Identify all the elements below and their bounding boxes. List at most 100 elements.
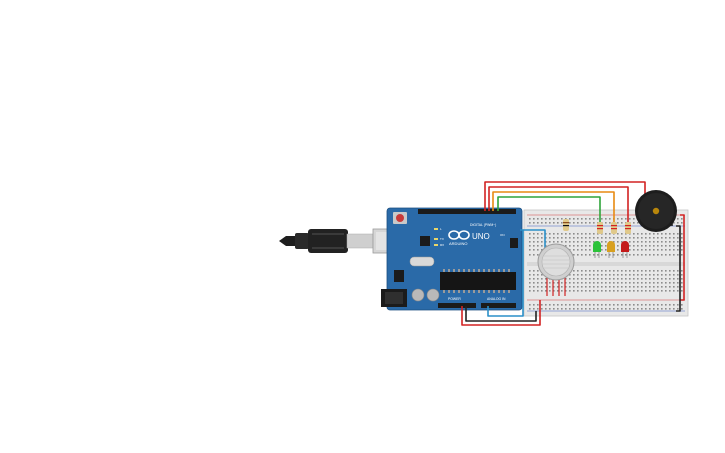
breadboard-hole xyxy=(605,254,607,256)
breadboard-hole xyxy=(597,254,599,256)
analog-header-pins[interactable] xyxy=(481,303,516,308)
breadboard-hole xyxy=(633,237,635,239)
breadboard-hole xyxy=(533,278,535,280)
breadboard-hole xyxy=(677,218,679,220)
breadboard-hole xyxy=(673,254,675,256)
breadboard-hole xyxy=(629,278,631,280)
led-l-indicator xyxy=(434,228,438,230)
breadboard-hole xyxy=(653,254,655,256)
breadboard-hole xyxy=(657,249,659,251)
breadboard-hole xyxy=(573,254,575,256)
wire-green xyxy=(497,196,601,230)
breadboard-hole xyxy=(641,290,643,292)
on-label: ON xyxy=(500,233,505,237)
breadboard-hole xyxy=(657,304,659,306)
breadboard-hole xyxy=(633,290,635,292)
arduino-uno-board[interactable]: ARDUINO UNO DIGITAL (PWM~) POWER ANALOG … xyxy=(381,207,523,311)
leds[interactable] xyxy=(593,241,629,258)
breadboard-hole xyxy=(641,282,643,284)
breadboard-hole xyxy=(585,274,587,276)
breadboard-hole xyxy=(637,233,639,235)
breadboard-hole xyxy=(605,286,607,288)
breadboard-hole xyxy=(637,274,639,276)
breadboard-hole xyxy=(529,304,531,306)
breadboard-hole xyxy=(529,270,531,272)
breadboard-hole xyxy=(593,290,595,292)
breadboard-hole xyxy=(601,286,603,288)
breadboard-hole xyxy=(569,237,571,239)
breadboard-hole xyxy=(585,241,587,243)
breadboard-hole xyxy=(637,245,639,247)
breadboard-hole xyxy=(669,290,671,292)
breadboard-hole xyxy=(533,282,535,284)
led-tx-indicator xyxy=(434,238,438,240)
breadboard-hole xyxy=(637,222,639,224)
breadboard-hole xyxy=(545,308,547,310)
breadboard-hole xyxy=(537,237,539,239)
breadboard-hole xyxy=(641,241,643,243)
breadboard-hole xyxy=(553,282,555,284)
breadboard-hole xyxy=(529,282,531,284)
breadboard-hole xyxy=(537,254,539,256)
breadboard-hole xyxy=(633,278,635,280)
breadboard-hole xyxy=(589,282,591,284)
breadboard-hole xyxy=(577,237,579,239)
breadboard-hole xyxy=(545,278,547,280)
breadboard-hole xyxy=(589,304,591,306)
breadboard-hole xyxy=(569,218,571,220)
breadboard-hole xyxy=(613,237,615,239)
power-header-pins[interactable] xyxy=(438,303,476,308)
breadboard-hole xyxy=(629,308,631,310)
breadboard-hole xyxy=(649,282,651,284)
breadboard-hole xyxy=(609,218,611,220)
breadboard-hole xyxy=(633,249,635,251)
breadboard-hole xyxy=(537,218,539,220)
breadboard-hole xyxy=(661,274,663,276)
breadboard-hole xyxy=(573,308,575,310)
breadboard-hole xyxy=(669,304,671,306)
breadboard-hole xyxy=(537,241,539,243)
breadboard-hole xyxy=(577,282,579,284)
breadboard-hole xyxy=(529,222,531,224)
breadboard-hole xyxy=(581,282,583,284)
breadboard-hole xyxy=(669,245,671,247)
breadboard-hole xyxy=(677,290,679,292)
gas-sensor[interactable] xyxy=(537,243,575,281)
breadboard-hole xyxy=(641,286,643,288)
breadboard-hole xyxy=(673,241,675,243)
breadboard-hole xyxy=(649,254,651,256)
breadboard-hole xyxy=(621,308,623,310)
breadboard-hole xyxy=(589,222,591,224)
breadboard-hole xyxy=(561,233,563,235)
breadboard-hole xyxy=(665,245,667,247)
breadboard-hole xyxy=(645,233,647,235)
breadboard-hole xyxy=(577,222,579,224)
breadboard-hole xyxy=(529,237,531,239)
breadboard-hole xyxy=(553,218,555,220)
breadboard-hole xyxy=(645,278,647,280)
breadboard-hole xyxy=(633,286,635,288)
breadboard-hole xyxy=(637,270,639,272)
breadboard-hole xyxy=(533,249,535,251)
breadboard-hole xyxy=(573,282,575,284)
breadboard-hole xyxy=(537,278,539,280)
breadboard-hole xyxy=(549,282,551,284)
breadboard-hole xyxy=(553,308,555,310)
digital-header[interactable] xyxy=(418,209,516,214)
breadboard-hole xyxy=(661,282,663,284)
breadboard-hole xyxy=(605,222,607,224)
breadboard-hole xyxy=(605,282,607,284)
analog-header-label: ANALOG IN xyxy=(487,297,506,301)
breadboard-hole xyxy=(577,304,579,306)
piezo-buzzer[interactable] xyxy=(635,190,677,232)
breadboard-hole xyxy=(605,249,607,251)
breadboard-hole xyxy=(653,274,655,276)
reset-button-cap[interactable] xyxy=(396,214,404,222)
breadboard-hole xyxy=(657,270,659,272)
breadboard-hole xyxy=(601,237,603,239)
breadboard-hole xyxy=(645,245,647,247)
resistors[interactable] xyxy=(563,219,631,234)
breadboard-hole xyxy=(585,222,587,224)
breadboard-hole xyxy=(601,304,603,306)
breadboard-hole xyxy=(677,282,679,284)
